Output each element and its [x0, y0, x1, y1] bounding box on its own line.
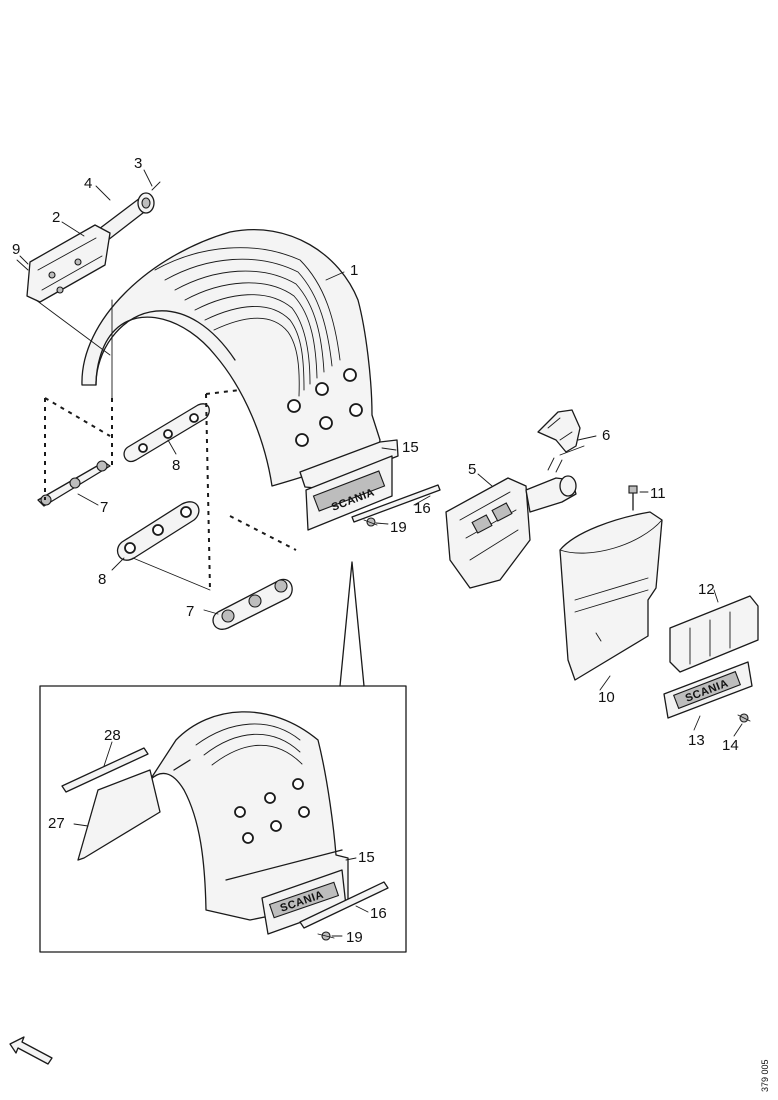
callout-10: 10 [598, 689, 615, 706]
installation-lines [44, 389, 297, 591]
callout-8-lower: 8 [98, 571, 106, 588]
rear-mudflap-10 [559, 511, 663, 681]
callout-6: 6 [602, 427, 610, 444]
detail-inset: SCANIA [39, 561, 407, 953]
callout-16-main: 16 [414, 500, 431, 517]
callout-15-inset: 15 [358, 849, 375, 866]
callout-5: 5 [468, 461, 476, 478]
clamp-7-upper [37, 460, 111, 507]
callout-16-inset: 16 [370, 905, 387, 922]
clamp-7-lower [212, 578, 293, 630]
callout-8-upper: 8 [172, 457, 180, 474]
light-housing-5 [445, 457, 577, 589]
drawing-code: 379 005 [760, 1059, 770, 1092]
bracket-plate [16, 224, 111, 303]
clamp-8-upper [123, 403, 210, 463]
logo-plate-13: SCANIA [663, 661, 753, 719]
callout-4: 4 [84, 175, 92, 192]
mudguard-main [81, 228, 399, 489]
callout-labels: 1 2 3 4 5 6 7 7 8 8 9 10 11 12 13 14 15 … [12, 155, 739, 946]
screw-19-main [363, 517, 378, 527]
clamp-8-lower [117, 501, 200, 561]
callout-11: 11 [650, 485, 666, 502]
callout-15-main: 15 [402, 439, 419, 456]
callout-1: 1 [350, 262, 358, 279]
light-bar-12 [669, 595, 759, 673]
callout-9: 9 [12, 241, 20, 258]
strip-16-main [351, 484, 441, 523]
callout-19-inset: 19 [346, 929, 363, 946]
callout-19-main: 19 [390, 519, 407, 536]
callout-12: 12 [698, 581, 715, 598]
logo-plate-main: SCANIA [305, 455, 393, 531]
callout-14: 14 [722, 737, 739, 754]
bracket-6 [537, 409, 585, 456]
callout-13: 13 [688, 732, 705, 749]
callout-7-lower: 7 [186, 603, 194, 620]
callout-3: 3 [134, 155, 142, 172]
callout-28: 28 [104, 727, 121, 744]
direction-arrow-icon [9, 1036, 53, 1065]
leader-lines [19, 169, 743, 937]
callout-27: 27 [48, 815, 65, 832]
bolt-11 [628, 485, 638, 511]
callout-2: 2 [52, 209, 60, 226]
callout-7-upper: 7 [100, 499, 108, 516]
screw-14 [737, 713, 751, 723]
